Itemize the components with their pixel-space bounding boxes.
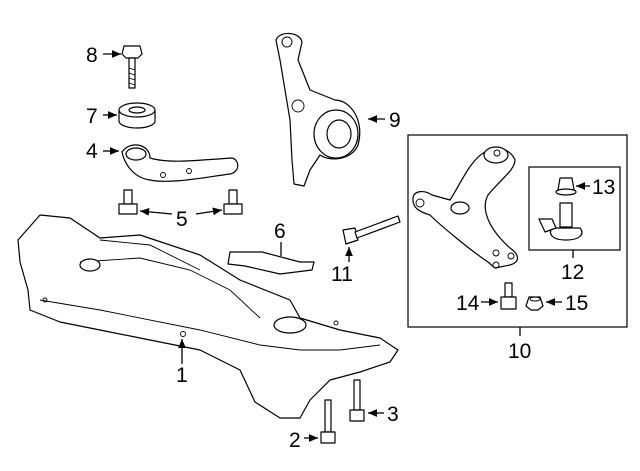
bolt-part-5-left[interactable]: [118, 189, 138, 215]
bolt-part-8[interactable]: [121, 45, 143, 89]
callout-10: 10: [508, 340, 531, 363]
callout-7: 7: [86, 105, 98, 128]
callout-5: 5: [176, 208, 188, 231]
callout-15: 15: [565, 292, 588, 315]
callout-3: 3: [387, 403, 399, 426]
shield-part-6[interactable]: [227, 251, 315, 275]
nut-part-15[interactable]: [525, 296, 544, 311]
bolt-part-5-right[interactable]: [223, 189, 243, 215]
bolt-part-3[interactable]: [349, 379, 365, 422]
callout-6: 6: [274, 220, 286, 243]
callout-11: 11: [331, 263, 353, 286]
subframe-part-1[interactable]: [17, 214, 399, 419]
callout-9: 9: [389, 109, 401, 132]
bolt-part-11[interactable]: [342, 215, 401, 245]
callout-1: 1: [176, 364, 188, 387]
bolt-part-14[interactable]: [500, 282, 517, 310]
callout-14: 14: [456, 292, 480, 315]
ball-joint-box-12: [528, 166, 621, 251]
assembly-box-10: [407, 134, 628, 328]
callout-8: 8: [86, 44, 98, 67]
callout-12: 12: [561, 261, 584, 284]
boot-part-13[interactable]: [555, 177, 577, 196]
bushing-part-7[interactable]: [118, 102, 156, 129]
knuckle-part-9[interactable]: [275, 32, 361, 187]
callout-13: 13: [592, 176, 615, 199]
bracket-part-4[interactable]: [121, 144, 239, 182]
ball-joint[interactable]: [538, 202, 583, 241]
callout-2: 2: [289, 429, 301, 452]
bolt-part-2[interactable]: [320, 399, 336, 444]
control-arm[interactable]: [412, 146, 519, 269]
callout-4: 4: [86, 140, 98, 163]
